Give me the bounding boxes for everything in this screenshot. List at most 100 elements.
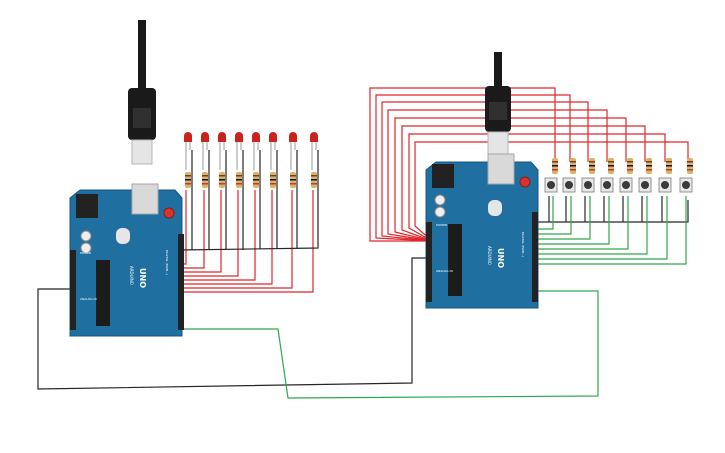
capacitor: [80, 242, 92, 254]
led-4[interactable]: [235, 132, 243, 188]
pushbutton-2[interactable]: [562, 158, 576, 193]
pushbutton-3[interactable]: [581, 158, 595, 193]
resistor[interactable]: [202, 172, 208, 188]
resistor-band: [608, 165, 614, 167]
resistor[interactable]: [311, 172, 317, 188]
label-digital: DIGITAL (PWM~): [521, 232, 525, 257]
button-cap[interactable]: [661, 181, 669, 189]
right-btn-signal-1[interactable]: [532, 196, 554, 230]
led-5[interactable]: [252, 132, 260, 188]
left-led-wire-5[interactable]: [180, 190, 256, 281]
resistor-band: [570, 161, 576, 163]
resistor-band: [627, 161, 633, 163]
led-body: [269, 132, 277, 142]
resistor-band: [589, 165, 595, 167]
button-cap[interactable]: [547, 181, 555, 189]
right-btn-wire-1[interactable]: [369, 87, 556, 242]
resistor-band: [236, 175, 242, 177]
resistor[interactable]: [627, 158, 633, 174]
right-btn-signal-2[interactable]: [532, 196, 572, 235]
arduino-uno-right[interactable]: UNO ARDUINO POWER ANALOG IN DIGITAL (PWM…: [425, 153, 539, 309]
atmega-chip: [96, 260, 110, 326]
resistor-band: [666, 169, 672, 171]
left-led-wire-2[interactable]: [180, 190, 205, 269]
right-btn-wire-2[interactable]: [375, 94, 571, 242]
resistor-band: [687, 169, 693, 171]
resistor[interactable]: [666, 158, 672, 174]
capacitor: [434, 194, 446, 206]
left-led-wire-6[interactable]: [180, 190, 273, 285]
led-6[interactable]: [269, 132, 277, 188]
resistor[interactable]: [552, 158, 558, 174]
button-cap[interactable]: [641, 181, 649, 189]
pushbutton-5[interactable]: [619, 158, 633, 193]
left-led-wire-4[interactable]: [180, 190, 239, 277]
resistor[interactable]: [290, 172, 296, 188]
pushbutton-8[interactable]: [679, 158, 693, 193]
usb-port: [131, 183, 159, 215]
reset-button[interactable]: [519, 176, 531, 188]
button-cap[interactable]: [584, 181, 592, 189]
resistor[interactable]: [687, 158, 693, 174]
button-cap[interactable]: [682, 181, 690, 189]
right-btn-signal-8[interactable]: [532, 196, 687, 265]
resistor-band: [219, 183, 225, 185]
right-green-wires[interactable]: [532, 196, 687, 265]
right-ground-bus[interactable]: [532, 200, 689, 223]
resistor-band: [236, 179, 242, 181]
resistor-band: [589, 161, 595, 163]
label-analog: ANALOG IN: [80, 297, 97, 301]
left-led-wire-7[interactable]: [180, 190, 293, 289]
right-red-wires[interactable]: [369, 87, 689, 242]
pushbutton-4[interactable]: [600, 158, 614, 193]
usb-plug-grip: [133, 108, 151, 128]
right-btn-signal-6[interactable]: [532, 196, 648, 255]
led-8[interactable]: [310, 132, 318, 188]
resistor[interactable]: [570, 158, 576, 174]
resistor[interactable]: [253, 172, 259, 188]
resistor[interactable]: [219, 172, 225, 188]
button-cap[interactable]: [603, 181, 611, 189]
right-btn-signal-7[interactable]: [532, 196, 668, 260]
resistor[interactable]: [646, 158, 652, 174]
reset-button[interactable]: [163, 207, 175, 219]
resistor[interactable]: [589, 158, 595, 174]
led-2[interactable]: [201, 132, 209, 188]
right-btn-wire-7[interactable]: [408, 133, 666, 242]
led-1[interactable]: [184, 132, 192, 188]
left-led-wire-3[interactable]: [180, 190, 222, 273]
arduino-uno-left[interactable]: UNO ARDUINO POWER ANALOG IN DIGITAL (PWM…: [69, 183, 184, 337]
button-cap[interactable]: [622, 181, 630, 189]
resistor[interactable]: [236, 172, 242, 188]
left-red-wires[interactable]: [180, 190, 314, 293]
resistor-band: [290, 183, 296, 185]
pushbutton-7[interactable]: [658, 158, 672, 193]
resistor[interactable]: [185, 172, 191, 188]
usb-cable-right[interactable]: [485, 52, 511, 155]
right-btn-signal-3[interactable]: [532, 196, 591, 240]
resistor-band: [270, 183, 276, 185]
right-btn-wire-5[interactable]: [394, 117, 627, 242]
inter-board-gnd-wire[interactable]: [37, 257, 432, 390]
usb-cable-left[interactable]: [128, 20, 156, 165]
resistor[interactable]: [608, 158, 614, 174]
pushbutton-6[interactable]: [638, 158, 652, 193]
right-btn-wire-8[interactable]: [414, 141, 689, 242]
right-btn-wire-6[interactable]: [401, 125, 646, 242]
pushbutton-1[interactable]: [544, 158, 558, 193]
led-7[interactable]: [289, 132, 297, 188]
left-led-wire-8[interactable]: [180, 190, 314, 293]
right-btn-wire-3[interactable]: [381, 101, 589, 242]
usb-plug-connector: [487, 131, 509, 155]
inter-board-serial-wire[interactable]: [180, 290, 599, 399]
right-btn-wire-4[interactable]: [387, 109, 608, 242]
right-btn-signal-4[interactable]: [532, 196, 610, 245]
button-cap[interactable]: [565, 181, 573, 189]
right-btn-gnd-wires[interactable]: [548, 196, 663, 222]
power-jack: [432, 164, 454, 188]
right-btn-signal-5[interactable]: [532, 196, 629, 250]
digital-header: [532, 212, 538, 302]
left-black-wires[interactable]: [179, 150, 319, 251]
resistor[interactable]: [270, 172, 276, 188]
led-3[interactable]: [218, 132, 226, 188]
